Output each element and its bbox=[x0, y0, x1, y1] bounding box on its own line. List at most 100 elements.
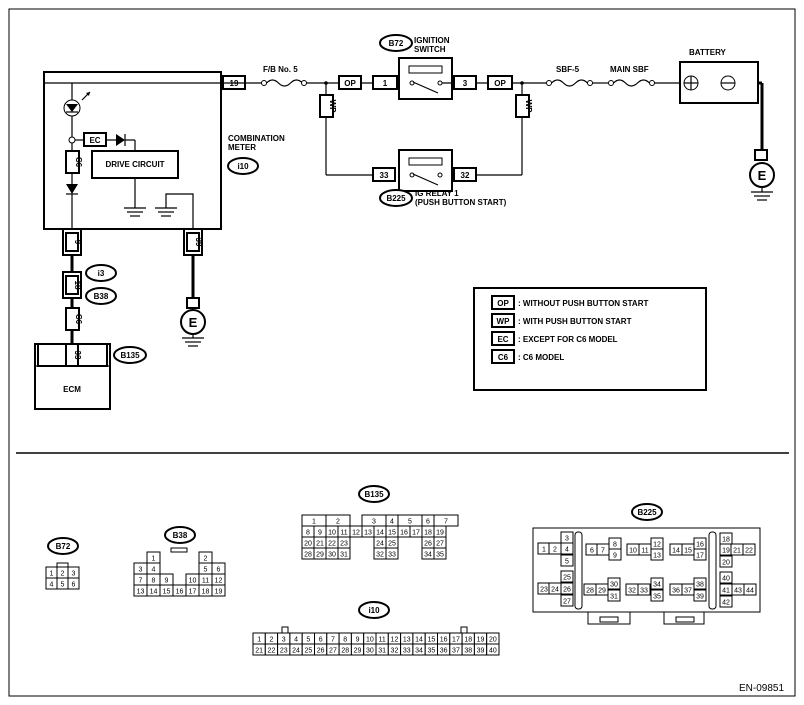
b225-id-top: B225 bbox=[386, 194, 406, 203]
b225-pin: 33 bbox=[640, 588, 648, 595]
b135-pin: 9 bbox=[318, 530, 322, 537]
i10-pin: 23 bbox=[280, 648, 288, 655]
i10-pin: 38 bbox=[464, 648, 472, 655]
i10-pin: 37 bbox=[452, 648, 460, 655]
b225-pin: 7 bbox=[601, 548, 605, 555]
b135-pin: 26 bbox=[424, 541, 432, 548]
b135-pin: 31 bbox=[340, 552, 348, 559]
b225-latch-right bbox=[663, 612, 705, 625]
i10-pin: 31 bbox=[378, 648, 386, 655]
b72-pin: 5 bbox=[61, 582, 65, 589]
b225-pin: 30 bbox=[610, 582, 618, 589]
legend-text: : WITHOUT PUSH BUTTON START bbox=[518, 299, 648, 308]
b72-oval bbox=[47, 537, 79, 555]
b38-pin: 9 bbox=[165, 578, 169, 585]
b135-cell bbox=[385, 547, 399, 560]
i10-pin: 2 bbox=[269, 637, 273, 644]
b135-pin: 17 bbox=[412, 530, 420, 537]
c6-tag-outer-text: C6 bbox=[74, 314, 83, 325]
b72-pin: 3 bbox=[72, 571, 76, 578]
b38-pin: 2 bbox=[204, 556, 208, 563]
b72-pin: 1 bbox=[50, 571, 54, 578]
b225-cell bbox=[560, 570, 574, 583]
b225-oval bbox=[631, 503, 663, 521]
legend-text: : EXCEPT FOR C6 MODEL bbox=[518, 335, 618, 344]
b225-pin: 13 bbox=[653, 553, 661, 560]
i10-pin: 18 bbox=[464, 637, 472, 644]
legend-code-box bbox=[491, 295, 515, 310]
wp-tag-right bbox=[515, 94, 530, 118]
pin-33: 33 bbox=[380, 171, 389, 180]
b225-pin: 4 bbox=[565, 547, 569, 554]
b225-pin: 11 bbox=[641, 548, 648, 555]
b135-pin: 1 bbox=[312, 519, 316, 526]
b225-cell bbox=[607, 577, 621, 590]
i10-pin: 4 bbox=[294, 637, 298, 644]
main-sbf-label: MAIN SBF bbox=[610, 65, 649, 74]
b225-cell bbox=[560, 594, 574, 607]
b225-label: B225 bbox=[637, 508, 657, 517]
b225-pin: 20 bbox=[722, 560, 730, 567]
i10-label: i10 bbox=[368, 606, 380, 615]
b225-pin: 9 bbox=[613, 553, 617, 560]
b225-pin: 8 bbox=[613, 542, 617, 549]
i10-pin: 25 bbox=[304, 648, 312, 655]
wp-tag-left-text: WP bbox=[328, 100, 337, 114]
i10-pin: 36 bbox=[440, 648, 448, 655]
b225-pin: 17 bbox=[696, 553, 704, 560]
b135-pin: 30 bbox=[328, 552, 336, 559]
b135-pin: 23 bbox=[340, 541, 348, 548]
b135-id-top: B135 bbox=[120, 351, 140, 360]
pin-33b: 33 bbox=[73, 351, 82, 360]
b38-pin: 10 bbox=[189, 578, 197, 585]
b225-pin: 21 bbox=[733, 548, 741, 555]
b225-pin: 23 bbox=[540, 587, 548, 594]
b135-pin: 25 bbox=[388, 541, 396, 548]
b135-pin: 4 bbox=[390, 519, 394, 526]
b72-cell bbox=[67, 577, 80, 590]
b225-pin: 12 bbox=[653, 542, 661, 549]
b135-pin: 6 bbox=[426, 519, 430, 526]
b38-pin: 18 bbox=[202, 589, 210, 596]
legend-code-box bbox=[491, 331, 515, 346]
b72-pin: 2 bbox=[61, 571, 65, 578]
b38-pin: 19 bbox=[215, 589, 223, 596]
b38-id-top: B38 bbox=[94, 292, 109, 301]
pin-3: 3 bbox=[463, 79, 468, 88]
b135-cell bbox=[337, 547, 351, 560]
b225-pin: 3 bbox=[565, 536, 569, 543]
legend-code: EC bbox=[497, 335, 508, 344]
page-border bbox=[8, 8, 796, 697]
b135-cell bbox=[433, 547, 447, 560]
b225-pin: 40 bbox=[722, 576, 730, 583]
b225-cell bbox=[650, 589, 664, 602]
b225-pin: 10 bbox=[629, 548, 637, 555]
b225-cell bbox=[560, 554, 574, 567]
b225-pin: 38 bbox=[696, 582, 704, 589]
b225-cell bbox=[560, 582, 574, 595]
pin-3-tag bbox=[453, 75, 477, 90]
b225-cell bbox=[719, 595, 733, 608]
ec-tag-text: EC bbox=[89, 136, 100, 145]
b38-pin: 4 bbox=[152, 567, 156, 574]
ig-relay-label: IG RELAY 1(PUSH BUTTON START) bbox=[415, 189, 507, 207]
i10-pin: 10 bbox=[366, 637, 374, 644]
i10-pin: 21 bbox=[255, 648, 263, 655]
b225-pin: 14 bbox=[672, 548, 680, 555]
b225-latch-left-key bbox=[599, 616, 619, 623]
op-tag-left-text: OP bbox=[344, 79, 356, 88]
b72-label: B72 bbox=[56, 542, 71, 551]
battery-ground-e: E bbox=[758, 168, 767, 183]
b38-oval bbox=[164, 526, 196, 544]
i10-pin: 5 bbox=[306, 637, 310, 644]
i10-pin: 8 bbox=[343, 637, 347, 644]
b38-cell bbox=[211, 584, 226, 597]
i10-pin: 11 bbox=[379, 637, 386, 644]
pin-1-tag bbox=[372, 75, 398, 90]
b225-pin: 6 bbox=[590, 548, 594, 555]
i10-pin: 1 bbox=[257, 637, 261, 644]
i10-pin: 22 bbox=[268, 648, 276, 655]
b135-pin: 5 bbox=[408, 519, 412, 526]
b225-divider-right bbox=[708, 531, 717, 610]
